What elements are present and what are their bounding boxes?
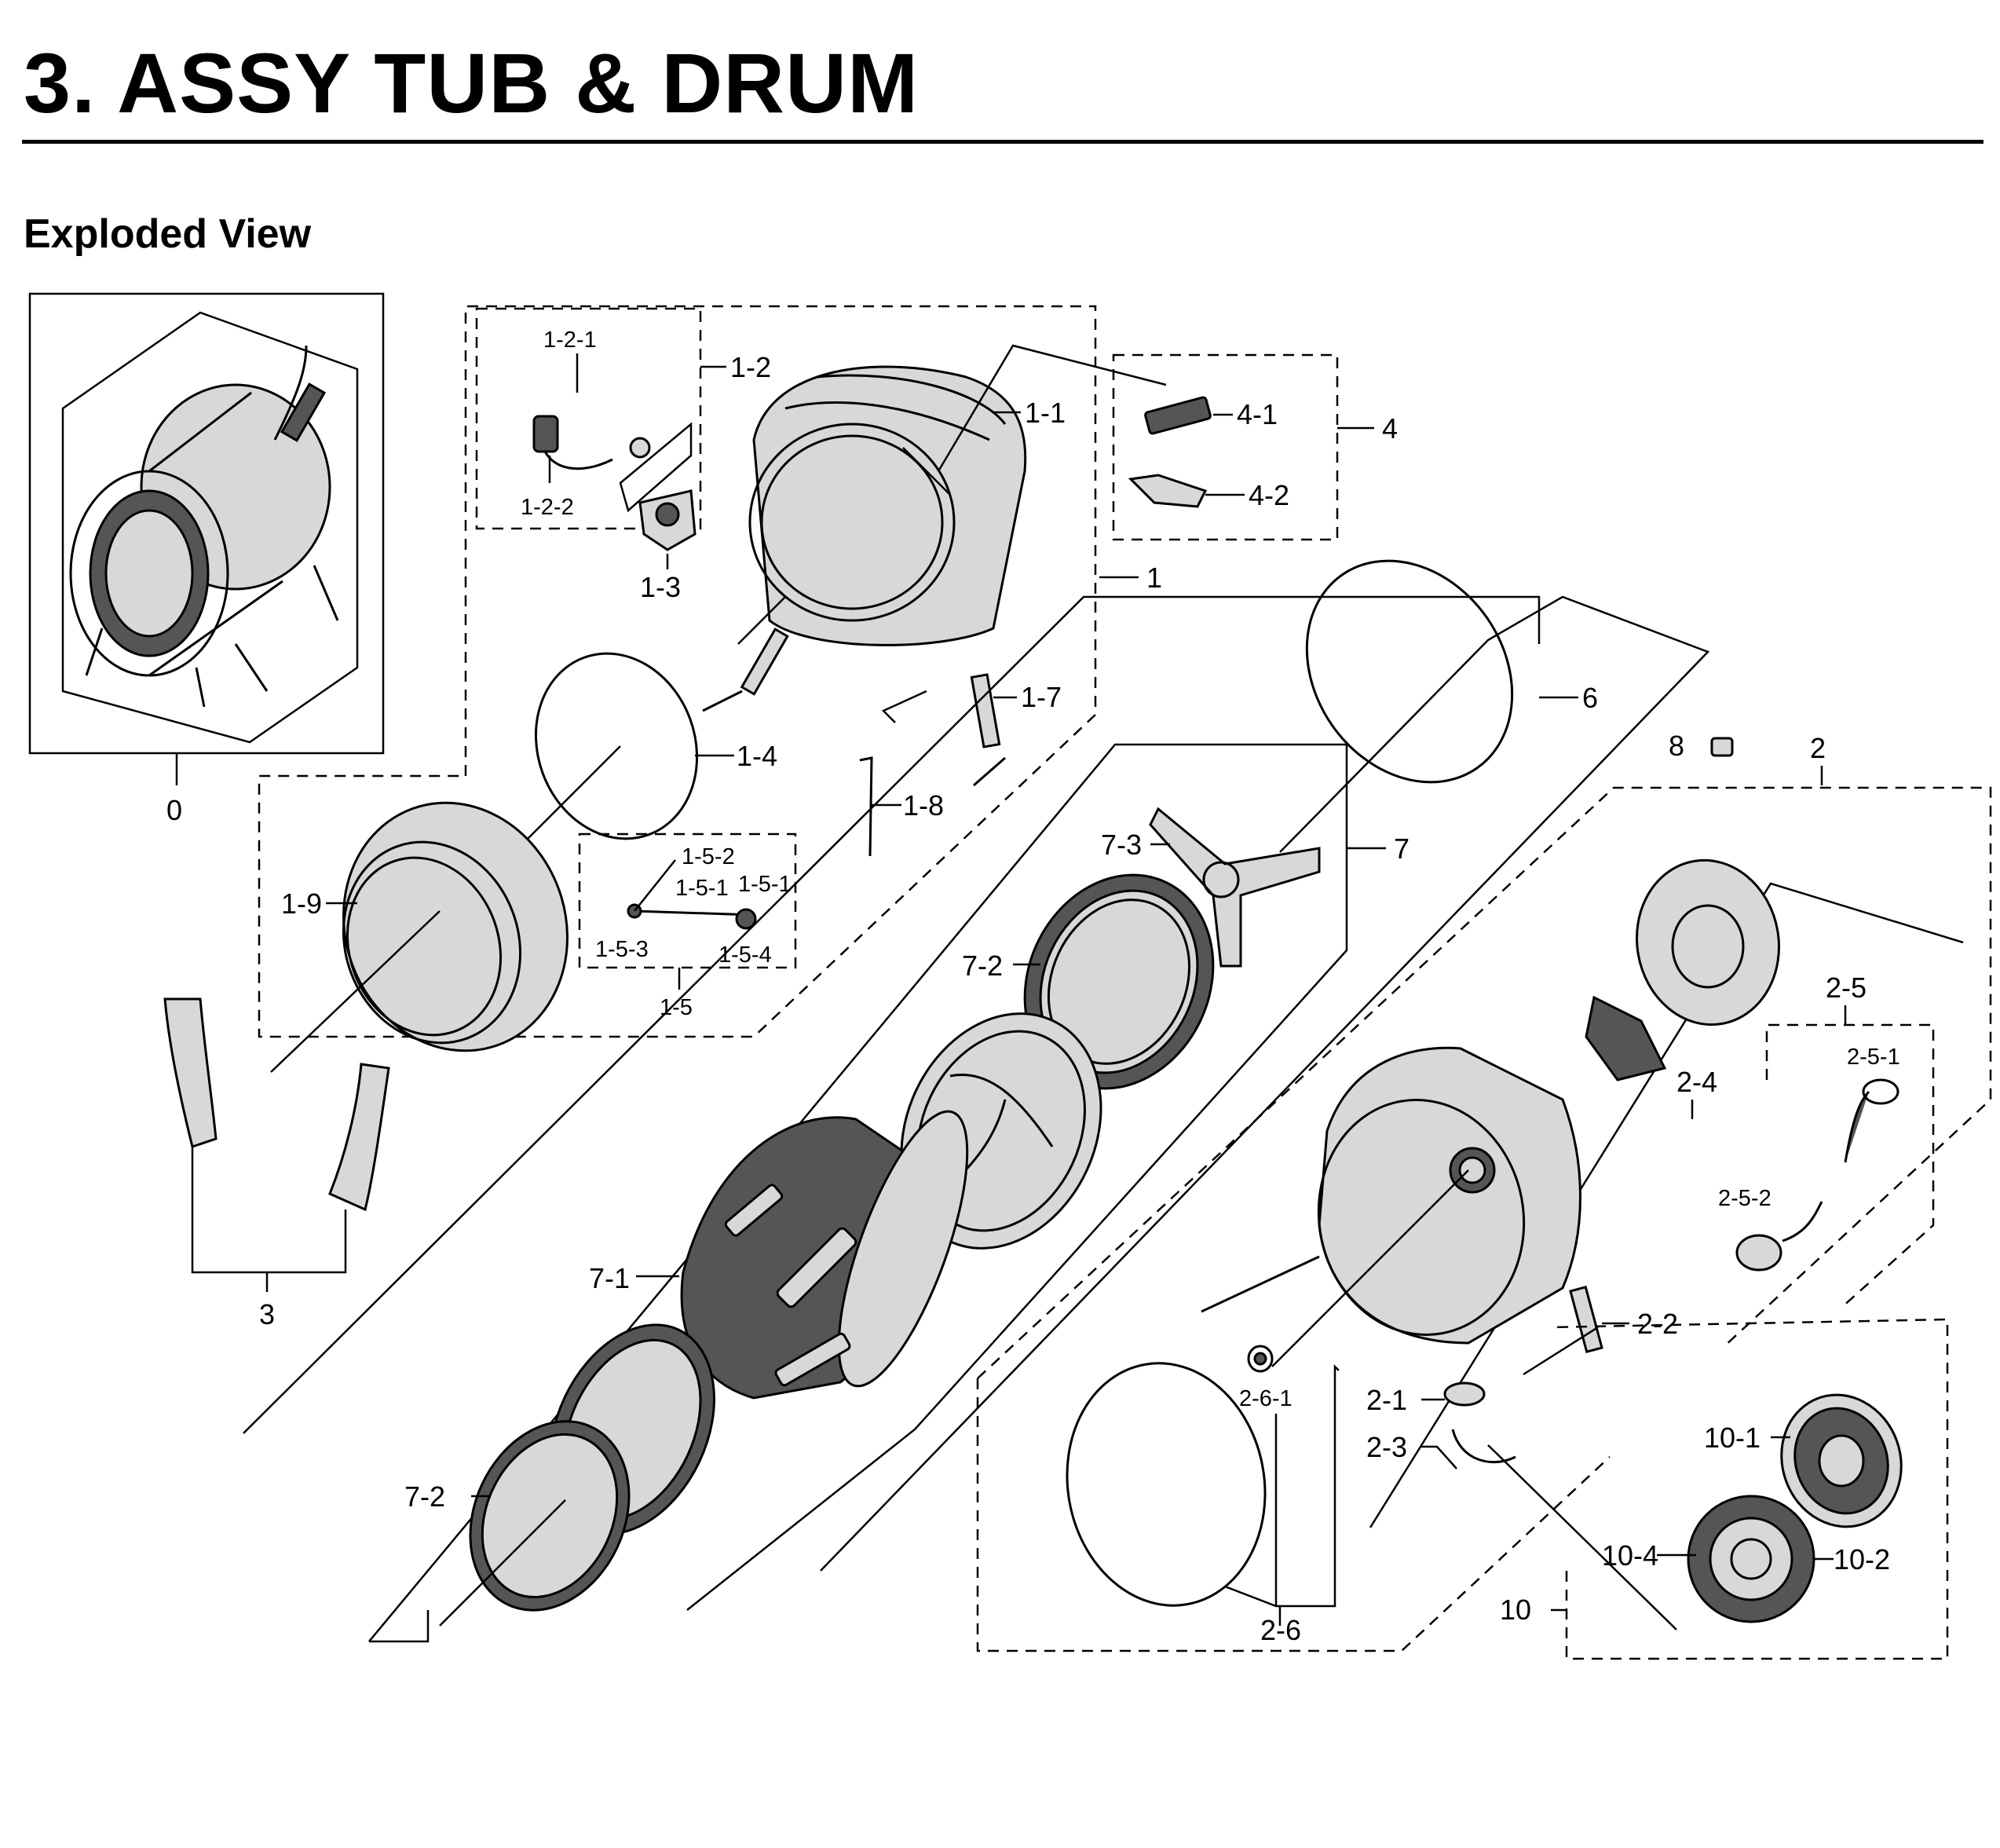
hose-1-2-2 xyxy=(532,415,651,470)
callout-1-5-3: 1-5-3 xyxy=(595,937,649,962)
callout-1-2-1: 1-2-1 xyxy=(543,328,597,353)
callout-1-5: 1-5 xyxy=(660,995,693,1020)
hose-1-8 xyxy=(859,756,873,857)
callout-2-4: 2-4 xyxy=(1676,1066,1717,1098)
rotor-10-1 xyxy=(1780,1393,1903,1528)
callout-1-5-4: 1-5-4 xyxy=(718,942,772,968)
callout-1-3: 1-3 xyxy=(640,571,681,603)
callout-1: 1 xyxy=(1146,562,1162,594)
page-title: 3. ASSY TUB & DRUM xyxy=(24,35,920,130)
group-1-2-boundary xyxy=(475,307,702,530)
callout-6: 6 xyxy=(1582,682,1598,714)
callout-10-2: 10-2 xyxy=(1834,1543,1890,1575)
callout-2: 2 xyxy=(1810,732,1826,764)
callout-8: 8 xyxy=(1669,730,1684,762)
pulley xyxy=(1585,858,1780,1081)
title-rule xyxy=(22,140,1984,144)
callout-10-1: 10-1 xyxy=(1704,1422,1761,1454)
callout-2-6: 2-6 xyxy=(1260,1614,1301,1646)
parts-1-5 xyxy=(627,859,757,930)
callout-1-5-1-left: 1-5-1 xyxy=(675,876,729,901)
ring-1-4 xyxy=(534,652,699,840)
ring-2-6 xyxy=(1066,1345,1274,1607)
group-2-5-boundary xyxy=(1765,1023,1935,1308)
callout-1-1: 1-1 xyxy=(1025,397,1066,429)
callout-1-4: 1-4 xyxy=(737,740,777,772)
callout-2-5-1: 2-5-1 xyxy=(1847,1045,1900,1070)
callout-7-3: 7-3 xyxy=(1101,829,1142,861)
group-2-boundary xyxy=(977,786,1992,1379)
group-1-5-boundary xyxy=(578,833,797,969)
callout-4-2: 4-2 xyxy=(1249,479,1289,511)
ring-1-9 xyxy=(342,801,569,1052)
part-1-7 xyxy=(702,628,1006,787)
callout-7-2-rear: 7-2 xyxy=(962,950,1003,982)
part-4-1 xyxy=(1144,396,1212,435)
group-1-boundary xyxy=(258,305,1097,1038)
group-4-boundary xyxy=(1112,353,1339,541)
stator-10-2 xyxy=(1687,1495,1815,1623)
callout-7: 7 xyxy=(1394,833,1410,865)
part-2-3 xyxy=(1451,1429,1516,1464)
callout-7-2-front: 7-2 xyxy=(404,1480,445,1513)
callout-3: 3 xyxy=(259,1298,275,1330)
tub-rear-2 xyxy=(1317,1046,1581,1345)
drum-7-1 xyxy=(680,1110,969,1400)
section-subtitle: Exploded View xyxy=(24,211,312,257)
callout-2-1: 2-1 xyxy=(1366,1384,1407,1416)
callout-1-9: 1-9 xyxy=(281,887,322,920)
callout-2-5: 2-5 xyxy=(1826,972,1867,1004)
part-4-2 xyxy=(1128,474,1208,508)
callout-1-5-1-right: 1-5-1 xyxy=(738,872,792,897)
hose-2-5 xyxy=(1735,1078,1899,1272)
callout-10-4: 10-4 xyxy=(1602,1539,1658,1572)
callout-1-2: 1-2 xyxy=(730,351,771,383)
bolts-2-2 xyxy=(1201,1255,1603,1354)
spider-7-3 xyxy=(1149,807,1321,968)
ring-6 xyxy=(1305,559,1514,784)
part-8 xyxy=(1710,737,1734,757)
callout-1-7: 1-7 xyxy=(1021,681,1062,713)
callout-2-2: 2-2 xyxy=(1637,1308,1678,1340)
group-10-boundary xyxy=(1550,1318,1949,1660)
assembled-unit-thumbnail xyxy=(28,292,385,755)
callout-1-8: 1-8 xyxy=(903,789,944,822)
part-1-3 xyxy=(619,422,697,551)
callout-2-5-2: 2-5-2 xyxy=(1718,1186,1771,1211)
parts-3-brackets xyxy=(163,997,390,1212)
callout-4: 4 xyxy=(1382,412,1398,445)
callout-2-3: 2-3 xyxy=(1366,1431,1407,1463)
part-2-1 xyxy=(1443,1381,1486,1407)
callout-2-6-1: 2-6-1 xyxy=(1239,1386,1293,1411)
callout-4-1: 4-1 xyxy=(1237,398,1278,430)
callout-10: 10 xyxy=(1500,1594,1531,1626)
callout-1-5-2: 1-5-2 xyxy=(682,844,735,869)
tub-front-1-1 xyxy=(748,365,1027,646)
callout-0: 0 xyxy=(166,794,182,826)
callout-7-1: 7-1 xyxy=(589,1262,630,1294)
callout-1-2-2: 1-2-2 xyxy=(521,495,574,520)
